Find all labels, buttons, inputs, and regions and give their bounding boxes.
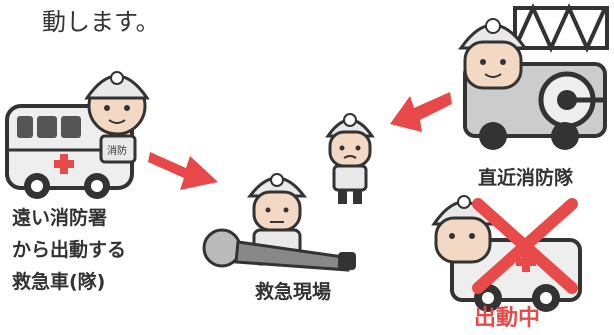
ambulance-text: 消防: [107, 144, 127, 157]
remote-ambulance-label-line3: 救急車(隊): [12, 271, 106, 293]
remote-ambulance-label-line1: 遠い消防署: [12, 207, 108, 229]
nearest-team-label: 直近消防隊: [478, 167, 574, 189]
top-caption: 動します。: [42, 8, 160, 36]
arrow-icon: [390, 92, 452, 132]
cross-mark-icon: [472, 198, 578, 294]
firefighter-icon: [325, 113, 375, 204]
arrow-icon: [148, 152, 218, 190]
scene-label: 救急現場: [255, 281, 332, 303]
remote-ambulance-label-line2: から出動する: [12, 239, 127, 261]
dispatched-label: 出動中: [474, 306, 541, 331]
patient-icon: [202, 228, 356, 272]
ambulance-with-firefighter-icon: 消防: [5, 71, 150, 199]
fire-truck-with-firefighter-icon: [458, 3, 609, 150]
